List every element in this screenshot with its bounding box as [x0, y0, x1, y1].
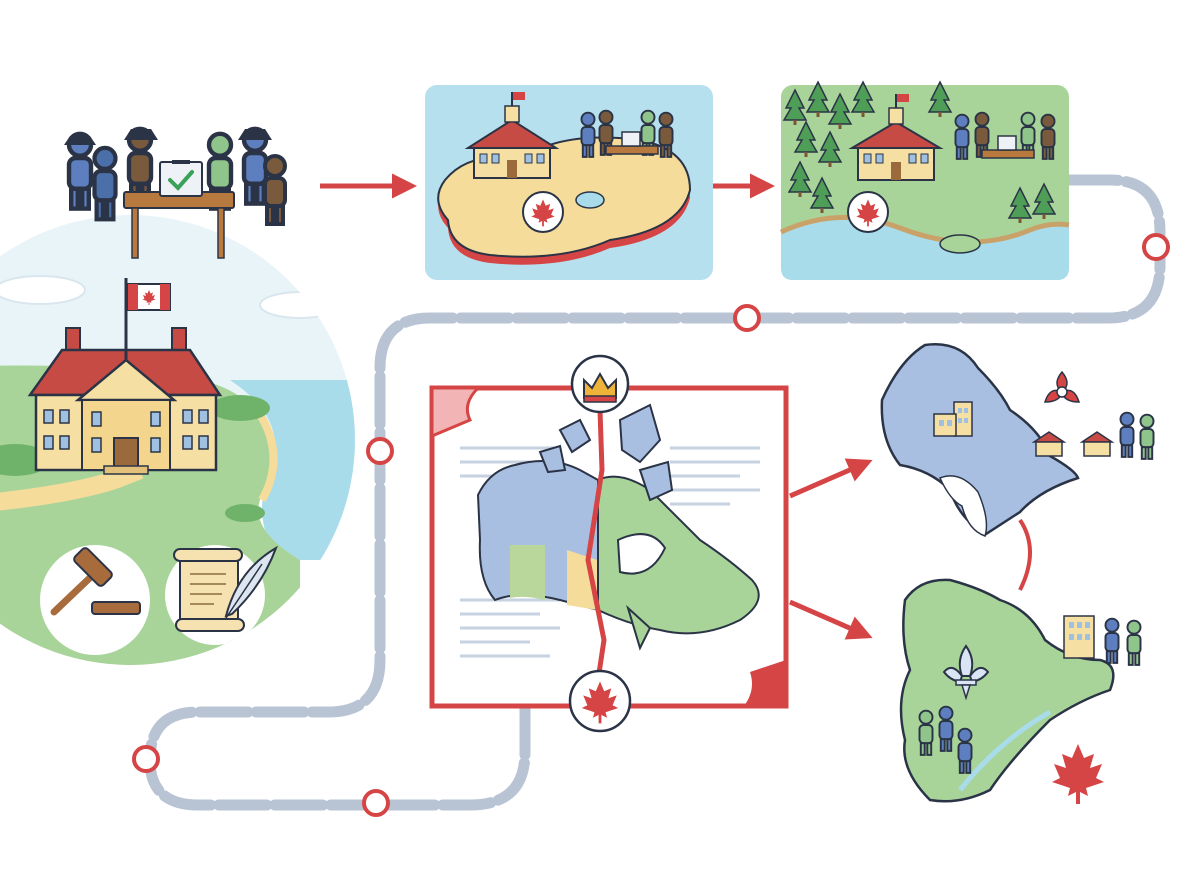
assembly-vote-scene [64, 129, 287, 259]
timeline-route [144, 174, 1166, 811]
confederation-document [429, 354, 789, 733]
check-icon [168, 170, 194, 191]
route-stop-markers [132, 233, 1170, 817]
forest-colony-panel [779, 81, 1070, 280]
province-ontario [880, 343, 1155, 537]
route-stop-marker [362, 789, 390, 817]
fleur-de-lis-icon [942, 644, 990, 701]
crown-icon [583, 371, 617, 403]
route-stop-marker [733, 304, 761, 332]
flow-arrow [789, 458, 873, 499]
quill-icon [224, 545, 278, 619]
legislature-building [27, 278, 223, 475]
flag-icon [127, 283, 171, 311]
route-stop-marker [366, 437, 394, 465]
ballot-box-icon [159, 160, 203, 197]
person-icon [1139, 413, 1155, 460]
person-icon [95, 148, 116, 219]
canada-map [476, 403, 760, 651]
route-stop-marker [1142, 233, 1170, 261]
person-icon [244, 129, 266, 204]
person-icon [1126, 619, 1142, 666]
maple-leaf-icon [1052, 744, 1104, 804]
route-stop-marker [132, 745, 160, 773]
flow-arrow [789, 599, 873, 640]
scroll-icon [173, 548, 245, 632]
person-icon [1104, 617, 1120, 664]
person-icon [1119, 411, 1135, 458]
person-icon [69, 134, 91, 209]
person-icon [263, 154, 287, 226]
trillium-icon [1043, 370, 1081, 403]
province-connector [1018, 518, 1032, 591]
province-quebec [899, 578, 1142, 804]
island-colony-panel [425, 85, 713, 280]
gavel-icon [50, 547, 141, 616]
